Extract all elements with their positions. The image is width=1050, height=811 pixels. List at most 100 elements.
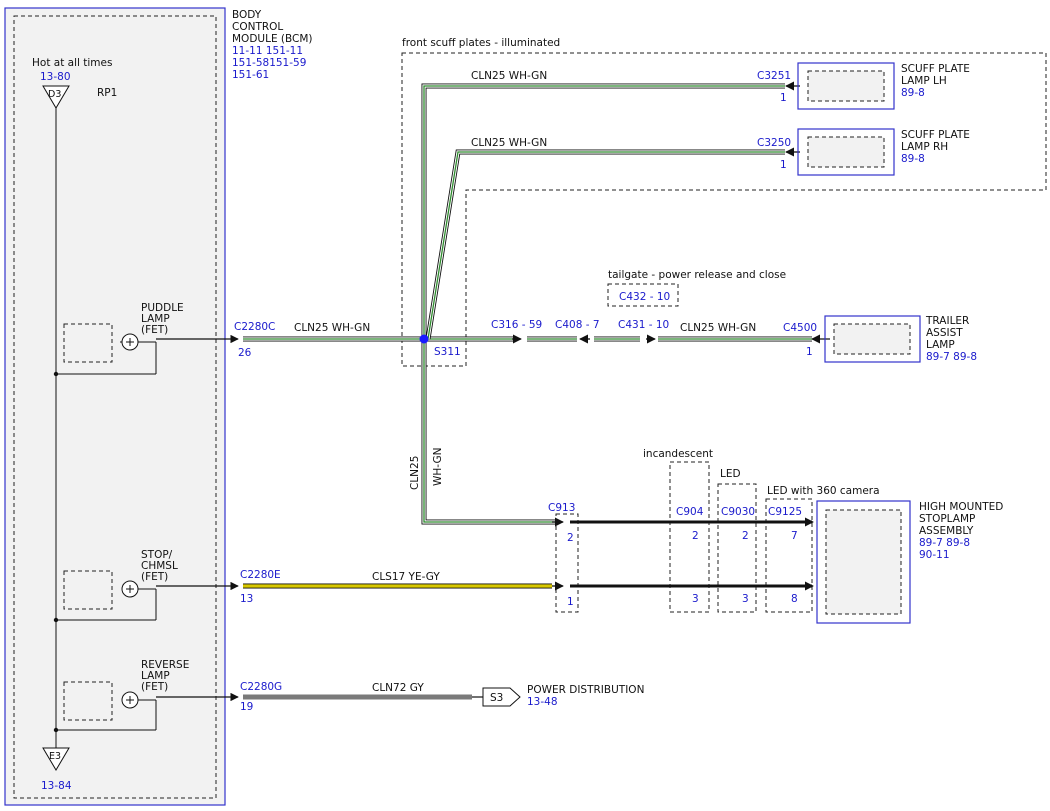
connector-c2280e[interactable]: C2280E: [240, 569, 281, 581]
wire-label-cln72: CLN72 GY: [372, 682, 424, 694]
tailgate-region: [607, 283, 679, 307]
wire-label-scuff-lh: CLN25 WH-GN: [471, 70, 547, 82]
connector-c9125-pin-8: 8: [791, 593, 798, 605]
d3-node: D3: [42, 85, 70, 109]
wire-label-cls17: CLS17 YE-GY: [372, 571, 440, 583]
wire-cln25-wh-gn-vertical[interactable]: [421, 339, 564, 527]
e3-node: E3: [42, 747, 70, 771]
connector-c408[interactable]: C408 - 7: [555, 319, 600, 331]
wire-label-vertical-code: CLN25: [409, 456, 421, 490]
connector-c4500[interactable]: C4500: [783, 322, 817, 334]
connector-c432[interactable]: C432 - 10: [619, 291, 670, 303]
splice-s311-label[interactable]: S311: [434, 346, 461, 358]
scuff-lh-ref[interactable]: 89-8: [901, 87, 925, 99]
e3-node-label: E3: [49, 751, 61, 762]
connector-c3251[interactable]: C3251: [757, 70, 791, 82]
reverse-lamp-fet: [56, 681, 157, 731]
stop-chmsl-fet: [56, 570, 157, 621]
bottom-ref[interactable]: 13-84: [41, 780, 72, 792]
wire-label-trailer: CLN25 WH-GN: [680, 322, 756, 334]
bcm-module: [4, 7, 226, 806]
incandescent-label: incandescent: [643, 448, 713, 460]
connector-c9125[interactable]: C9125: [768, 506, 802, 518]
connector-c2280c[interactable]: C2280C: [234, 321, 275, 333]
scuff-rh-ref[interactable]: 89-8: [901, 153, 925, 165]
stop-label-1: STOP/: [141, 549, 173, 561]
stop-label-2: CHMSL: [141, 560, 178, 572]
bcm-ref-1[interactable]: 11-11 151-11: [232, 45, 303, 57]
led-360-label: LED with 360 camera: [767, 485, 880, 497]
scuff-rh-label-2: LAMP RH: [901, 141, 948, 153]
connector-c9030-pin-3: 3: [742, 593, 749, 605]
s3-label: S3: [490, 692, 503, 704]
power-distribution-label: POWER DISTRIBUTION: [527, 684, 644, 696]
s3-node[interactable]: S3: [482, 687, 521, 707]
chmsl-label-1: HIGH MOUNTED: [919, 501, 1003, 513]
connector-c2280e-pin: 13: [240, 593, 253, 605]
bcm-output-leads: [156, 334, 239, 702]
bcm-title-line-2: CONTROL: [232, 21, 283, 33]
trailer-label-2: ASSIST: [926, 327, 963, 339]
chmsl-ref-2[interactable]: 90-11: [919, 549, 950, 561]
led-label: LED: [720, 468, 741, 480]
tailgate-region-label: tailgate - power release and close: [608, 269, 786, 281]
d3-node-label: D3: [48, 89, 61, 100]
chmsl-ref-1[interactable]: 89-7 89-8: [919, 537, 970, 549]
connector-c316[interactable]: C316 - 59: [491, 319, 542, 331]
led-region: [717, 483, 757, 613]
hot-at-all-times-label: Hot at all times: [32, 57, 112, 69]
connector-c913[interactable]: C913: [548, 502, 575, 514]
scuff-plates-region: [401, 52, 1047, 367]
connector-c2280g-pin: 19: [240, 701, 253, 713]
connector-c9030-pin-2: 2: [742, 530, 749, 542]
scuff-plate-lamp-rh[interactable]: [797, 128, 895, 176]
connector-c2280c-pin: 26: [238, 347, 252, 359]
wire-label-main: CLN25 WH-GN: [294, 322, 370, 334]
wire-label-vertical-color: WH-GN: [432, 448, 444, 486]
reverse-label-1: REVERSE: [141, 659, 189, 671]
connector-c913-pin-1: 1: [567, 596, 574, 608]
rp1-label: RP1: [97, 87, 117, 99]
puddle-lamp-fet: [56, 323, 157, 375]
bcm-ref-2[interactable]: 151-58151-59: [232, 57, 306, 69]
wire-label-scuff-rh: CLN25 WH-GN: [471, 137, 547, 149]
reverse-label-3: (FET): [141, 681, 168, 693]
connector-c904-pin-3: 3: [692, 593, 699, 605]
puddle-label-2: LAMP: [141, 313, 170, 325]
puddle-label-3: (FET): [141, 324, 168, 336]
connector-c9125-pin-7: 7: [791, 530, 798, 542]
trailer-label-1: TRAILER: [925, 315, 969, 327]
connector-c3250-pin: 1: [780, 159, 787, 171]
connector-c9030[interactable]: C9030: [721, 506, 755, 518]
connector-c3251-pin: 1: [780, 92, 787, 104]
bcm-title-line-3: MODULE (BCM): [232, 33, 313, 45]
scuff-region-label: front scuff plates - illuminated: [402, 37, 560, 49]
puddle-label-1: PUDDLE: [141, 302, 184, 314]
scuff-plate-lamp-lh[interactable]: [797, 62, 895, 110]
chmsl-label-2: STOPLAMP: [919, 513, 975, 525]
bcm-title: BODY CONTROL MODULE (BCM) 11-11 151-11 1…: [232, 9, 313, 81]
trailer-assist-lamp[interactable]: [824, 315, 921, 363]
connector-c2280g[interactable]: C2280G: [240, 681, 282, 693]
trailer-ref[interactable]: 89-7 89-8: [926, 351, 977, 363]
incandescent-region: [669, 461, 710, 613]
scuff-lh-label-1: SCUFF PLATE: [901, 63, 970, 75]
bcm-ref-3[interactable]: 151-61: [232, 69, 269, 81]
high-mounted-stoplamp-assembly[interactable]: [816, 500, 911, 624]
connector-c904[interactable]: C904: [676, 506, 704, 518]
c913-region: [555, 513, 579, 613]
bcm-title-line-1: BODY: [232, 9, 262, 21]
connector-c904-pin-2: 2: [692, 530, 699, 542]
connector-c3250[interactable]: C3250: [757, 137, 791, 149]
connector-c431[interactable]: C431 - 10: [618, 319, 669, 331]
scuff-lh-label-2: LAMP LH: [901, 75, 947, 87]
wire-cln25-wh-gn-scuff-lh[interactable]: [421, 81, 800, 339]
wire-cln25-wh-gn-scuff-rh[interactable]: [425, 147, 800, 340]
trailer-label-3: LAMP: [926, 339, 955, 351]
reverse-label-2: LAMP: [141, 670, 170, 682]
power-distribution-ref[interactable]: 13-48: [527, 696, 558, 708]
connector-c4500-pin: 1: [806, 346, 813, 358]
splice-s311[interactable]: [419, 334, 429, 344]
led-360-region: [765, 498, 813, 613]
hot-ref[interactable]: 13-80: [40, 71, 71, 83]
